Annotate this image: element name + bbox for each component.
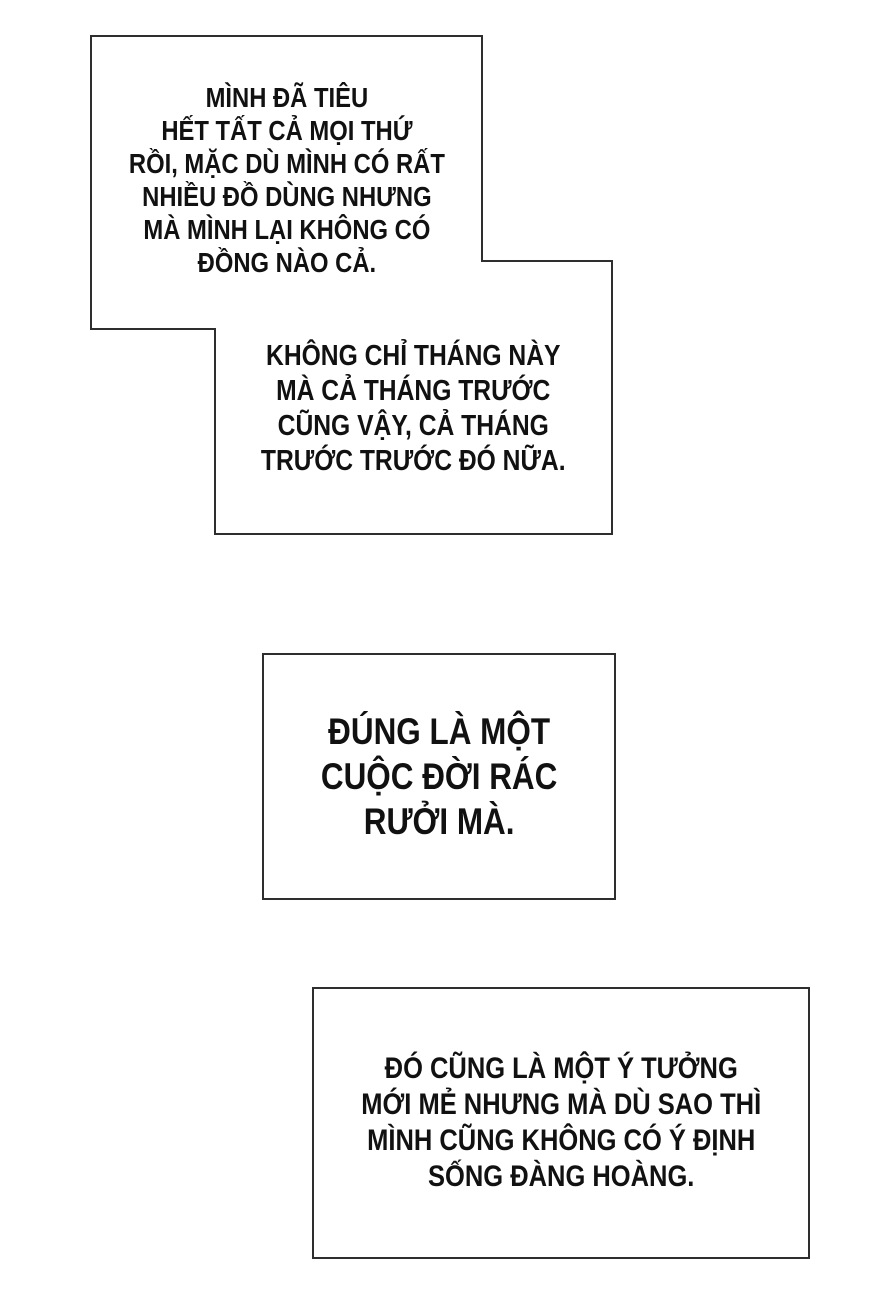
speech-line: MÀ MÌNH LẠI KHÔNG CÓ — [143, 213, 430, 245]
speech-line: CUỘC ĐỜI RÁC — [320, 756, 558, 797]
speech-line: SỐNG ĐÀNG HOÀNG. — [427, 1160, 695, 1193]
speech-panel-3-outline — [262, 653, 616, 900]
speech-line: ĐỒNG NÀO CẢ. — [197, 246, 376, 278]
speech-panel-2: KHÔNG CHỈ THÁNG NÀY MÀ CẢ THÁNG TRƯỚC CŨ… — [214, 260, 613, 535]
speech-panel-3: ĐÚNG LÀ MỘT CUỘC ĐỜI RÁC RƯỞI MÀ. — [262, 653, 616, 900]
speech-line: KHÔNG CHỈ THÁNG NÀY — [266, 339, 561, 372]
speech-line: RƯỞI MÀ. — [363, 801, 515, 842]
speech-line: MÌNH CŨNG KHÔNG CÓ Ý ĐỊNH — [366, 1124, 756, 1157]
speech-panel-4-outline — [312, 987, 810, 1259]
speech-panel-1-lines: MÌNH ĐÃ TIÊU HẾT TẤT CẢ MỌI THỨ RỒI, MẶC… — [128, 81, 444, 279]
speech-line: HẾT TẤT CẢ MỌI THỨ — [160, 114, 413, 146]
speech-panel-3-lines: ĐÚNG LÀ MỘT CUỘC ĐỜI RÁC RƯỞI MÀ. — [321, 709, 557, 844]
speech-line: RỒI, MẶC DÙ MÌNH CÓ RẤT — [128, 147, 445, 179]
speech-line: ĐÓ CŨNG LÀ MỘT Ý TƯỞNG — [384, 1052, 738, 1085]
speech-line: MỚI MẺ NHƯNG MÀ DÙ SAO THÌ — [361, 1088, 761, 1121]
speech-panel-1: MÌNH ĐÃ TIÊU HẾT TẤT CẢ MỌI THỨ RỒI, MẶC… — [90, 35, 483, 330]
speech-line: MÀ CẢ THÁNG TRƯỚC — [276, 374, 551, 407]
speech-line: CŨNG VẬY, CẢ THÁNG — [277, 409, 550, 442]
speech-panel-4: ĐÓ CŨNG LÀ MỘT Ý TƯỞNG MỚI MẺ NHƯNG MÀ D… — [312, 987, 810, 1259]
speech-line: NHIỀU ĐỒ DÙNG NHƯNG — [141, 180, 432, 212]
speech-line: ĐÚNG LÀ MỘT — [328, 711, 550, 752]
speech-panel-2-fill — [216, 262, 611, 533]
speech-panel-2-lines: KHÔNG CHỈ THÁNG NÀY MÀ CẢ THÁNG TRƯỚC CŨ… — [261, 339, 566, 479]
speech-panel-4-lines: ĐÓ CŨNG LÀ MỘT Ý TƯỞNG MỚI MẺ NHƯNG MÀ D… — [361, 1051, 761, 1195]
speech-line: MÌNH ĐÃ TIÊU — [205, 81, 368, 113]
speech-line: TRƯỚC TRƯỚC ĐÓ NỮA. — [261, 444, 566, 477]
